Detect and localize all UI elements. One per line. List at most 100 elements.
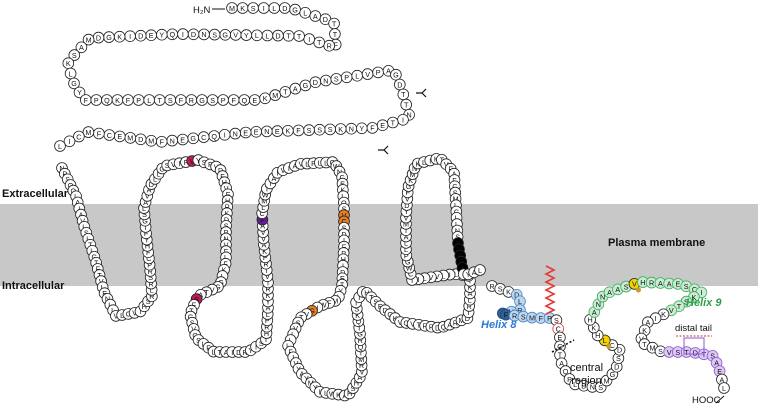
residue-letter: D	[383, 306, 388, 315]
residue-letter: V	[410, 320, 415, 329]
residue-letter: F	[208, 160, 213, 169]
residue-letter: N	[264, 127, 269, 136]
residue-letter: I	[468, 308, 470, 317]
residue-letter: T	[97, 271, 102, 280]
residue-letter: N	[458, 251, 463, 260]
residue-n-terminus-45: P	[90, 94, 103, 106]
residue-letter: L	[722, 384, 726, 393]
residue-letter: F	[342, 243, 347, 252]
residue-letter: W	[329, 390, 336, 399]
residue-n-terminus-29: Q	[166, 28, 179, 41]
residue-letter: D	[341, 230, 346, 239]
residue-letter: D	[282, 4, 287, 13]
residue-letter: I	[700, 288, 702, 297]
residue-circle	[73, 130, 85, 143]
residue-letter: A	[658, 279, 663, 288]
residue-n-terminus-28: I	[177, 28, 189, 40]
residue-letter: F	[84, 96, 89, 105]
residue-letter: G	[387, 310, 393, 319]
residue-letter: P	[265, 316, 270, 325]
helix9-label: Helix 9	[686, 297, 722, 309]
residue-letter: G	[190, 134, 196, 143]
residue-letter: L	[404, 239, 408, 248]
residue-letter: S	[624, 282, 629, 291]
residue-letter: D	[138, 32, 143, 41]
residue-letter: V	[429, 273, 434, 282]
residue-n-terminus-82: F	[366, 122, 379, 134]
residue-letter: D	[323, 15, 328, 24]
residue-letter: T	[317, 38, 322, 47]
residue-letter: S	[224, 222, 229, 231]
residue-n-terminus-70: L	[351, 69, 364, 82]
residue-letter: T	[357, 323, 362, 332]
residue-n-terminus-63: T	[279, 86, 292, 98]
residue-letter: Q	[170, 30, 176, 39]
residue-letter: F	[334, 40, 339, 49]
residue-letter: L	[221, 272, 225, 281]
residue-n-terminus-18: T	[282, 29, 295, 42]
residue-letter: G	[303, 81, 309, 90]
residue-letter: T	[404, 100, 409, 109]
residue-letter: I	[129, 32, 131, 41]
residue-letter: V	[80, 217, 85, 226]
residue-n-terminus-40: K	[62, 57, 75, 69]
residue-n-terminus-27: D	[187, 28, 200, 41]
residue-letter: P	[94, 96, 99, 105]
residue-letter: I	[316, 303, 318, 312]
residue-helix8-tail-5: L	[514, 295, 526, 308]
residue-circle	[82, 126, 95, 138]
residue-letter: Y	[466, 270, 471, 279]
residue-n-terminus-110: C	[73, 130, 85, 143]
residue-letter: A	[357, 373, 362, 382]
residue-letter: R	[358, 336, 363, 345]
residue-letter: S	[210, 96, 215, 105]
residue-letter: R	[189, 96, 194, 105]
residue-letter: N	[223, 234, 228, 243]
residue-n-terminus-9: A	[309, 10, 322, 22]
residue-letter: A	[386, 67, 391, 76]
residue-letter: Q	[441, 323, 447, 332]
residue-letter: I	[255, 343, 257, 352]
residue-letter: S	[190, 319, 195, 328]
residue-letter: M	[358, 355, 364, 364]
residue-letter: R	[148, 267, 153, 276]
residue-letter: S	[148, 273, 153, 282]
residue-letter: M	[459, 316, 465, 325]
residue-letter: L	[265, 31, 269, 40]
membrane-band	[0, 204, 758, 286]
residue-n-terminus-12: T	[329, 28, 341, 40]
residue-letter: L	[289, 336, 293, 345]
residue-n-terminus-91: E	[271, 125, 284, 137]
residue-letter: L	[324, 158, 328, 167]
residue-letter: P	[341, 249, 346, 258]
residue-n-terminus-51: T	[153, 94, 166, 106]
residue-letter: I	[69, 137, 71, 146]
residue-letter: F	[160, 138, 165, 147]
residue-letter: L	[441, 271, 445, 280]
residue-letter: G	[309, 307, 315, 316]
residue-circle	[68, 49, 81, 61]
residue-n-terminus-59: Q	[238, 94, 251, 106]
residue-n-terminus-100: E	[176, 133, 189, 146]
residue-n-terminus-46: Q	[101, 94, 113, 106]
residue-n-terminus-83: Y	[355, 122, 368, 135]
residue-letter: V	[404, 213, 409, 222]
residue-letter: M	[148, 137, 154, 146]
residue-letter: C	[201, 133, 206, 142]
residue-n-terminus-105: M	[124, 132, 137, 144]
residue-n-terminus-23: V	[229, 29, 242, 41]
residue-letter: L	[423, 274, 427, 283]
residue-letter: T	[158, 96, 163, 105]
residue-letter: A	[559, 359, 564, 368]
residue-letter: C	[339, 173, 344, 182]
residue-letter: R	[149, 292, 154, 301]
residue-letter: S	[453, 188, 458, 197]
residue-letter: A	[75, 198, 80, 207]
residue-letter: L	[212, 347, 216, 356]
residue-letter: G	[71, 79, 77, 88]
residue-letter: T	[265, 266, 270, 275]
residue-letter: G	[357, 330, 363, 339]
residue-letter: W	[262, 190, 269, 199]
